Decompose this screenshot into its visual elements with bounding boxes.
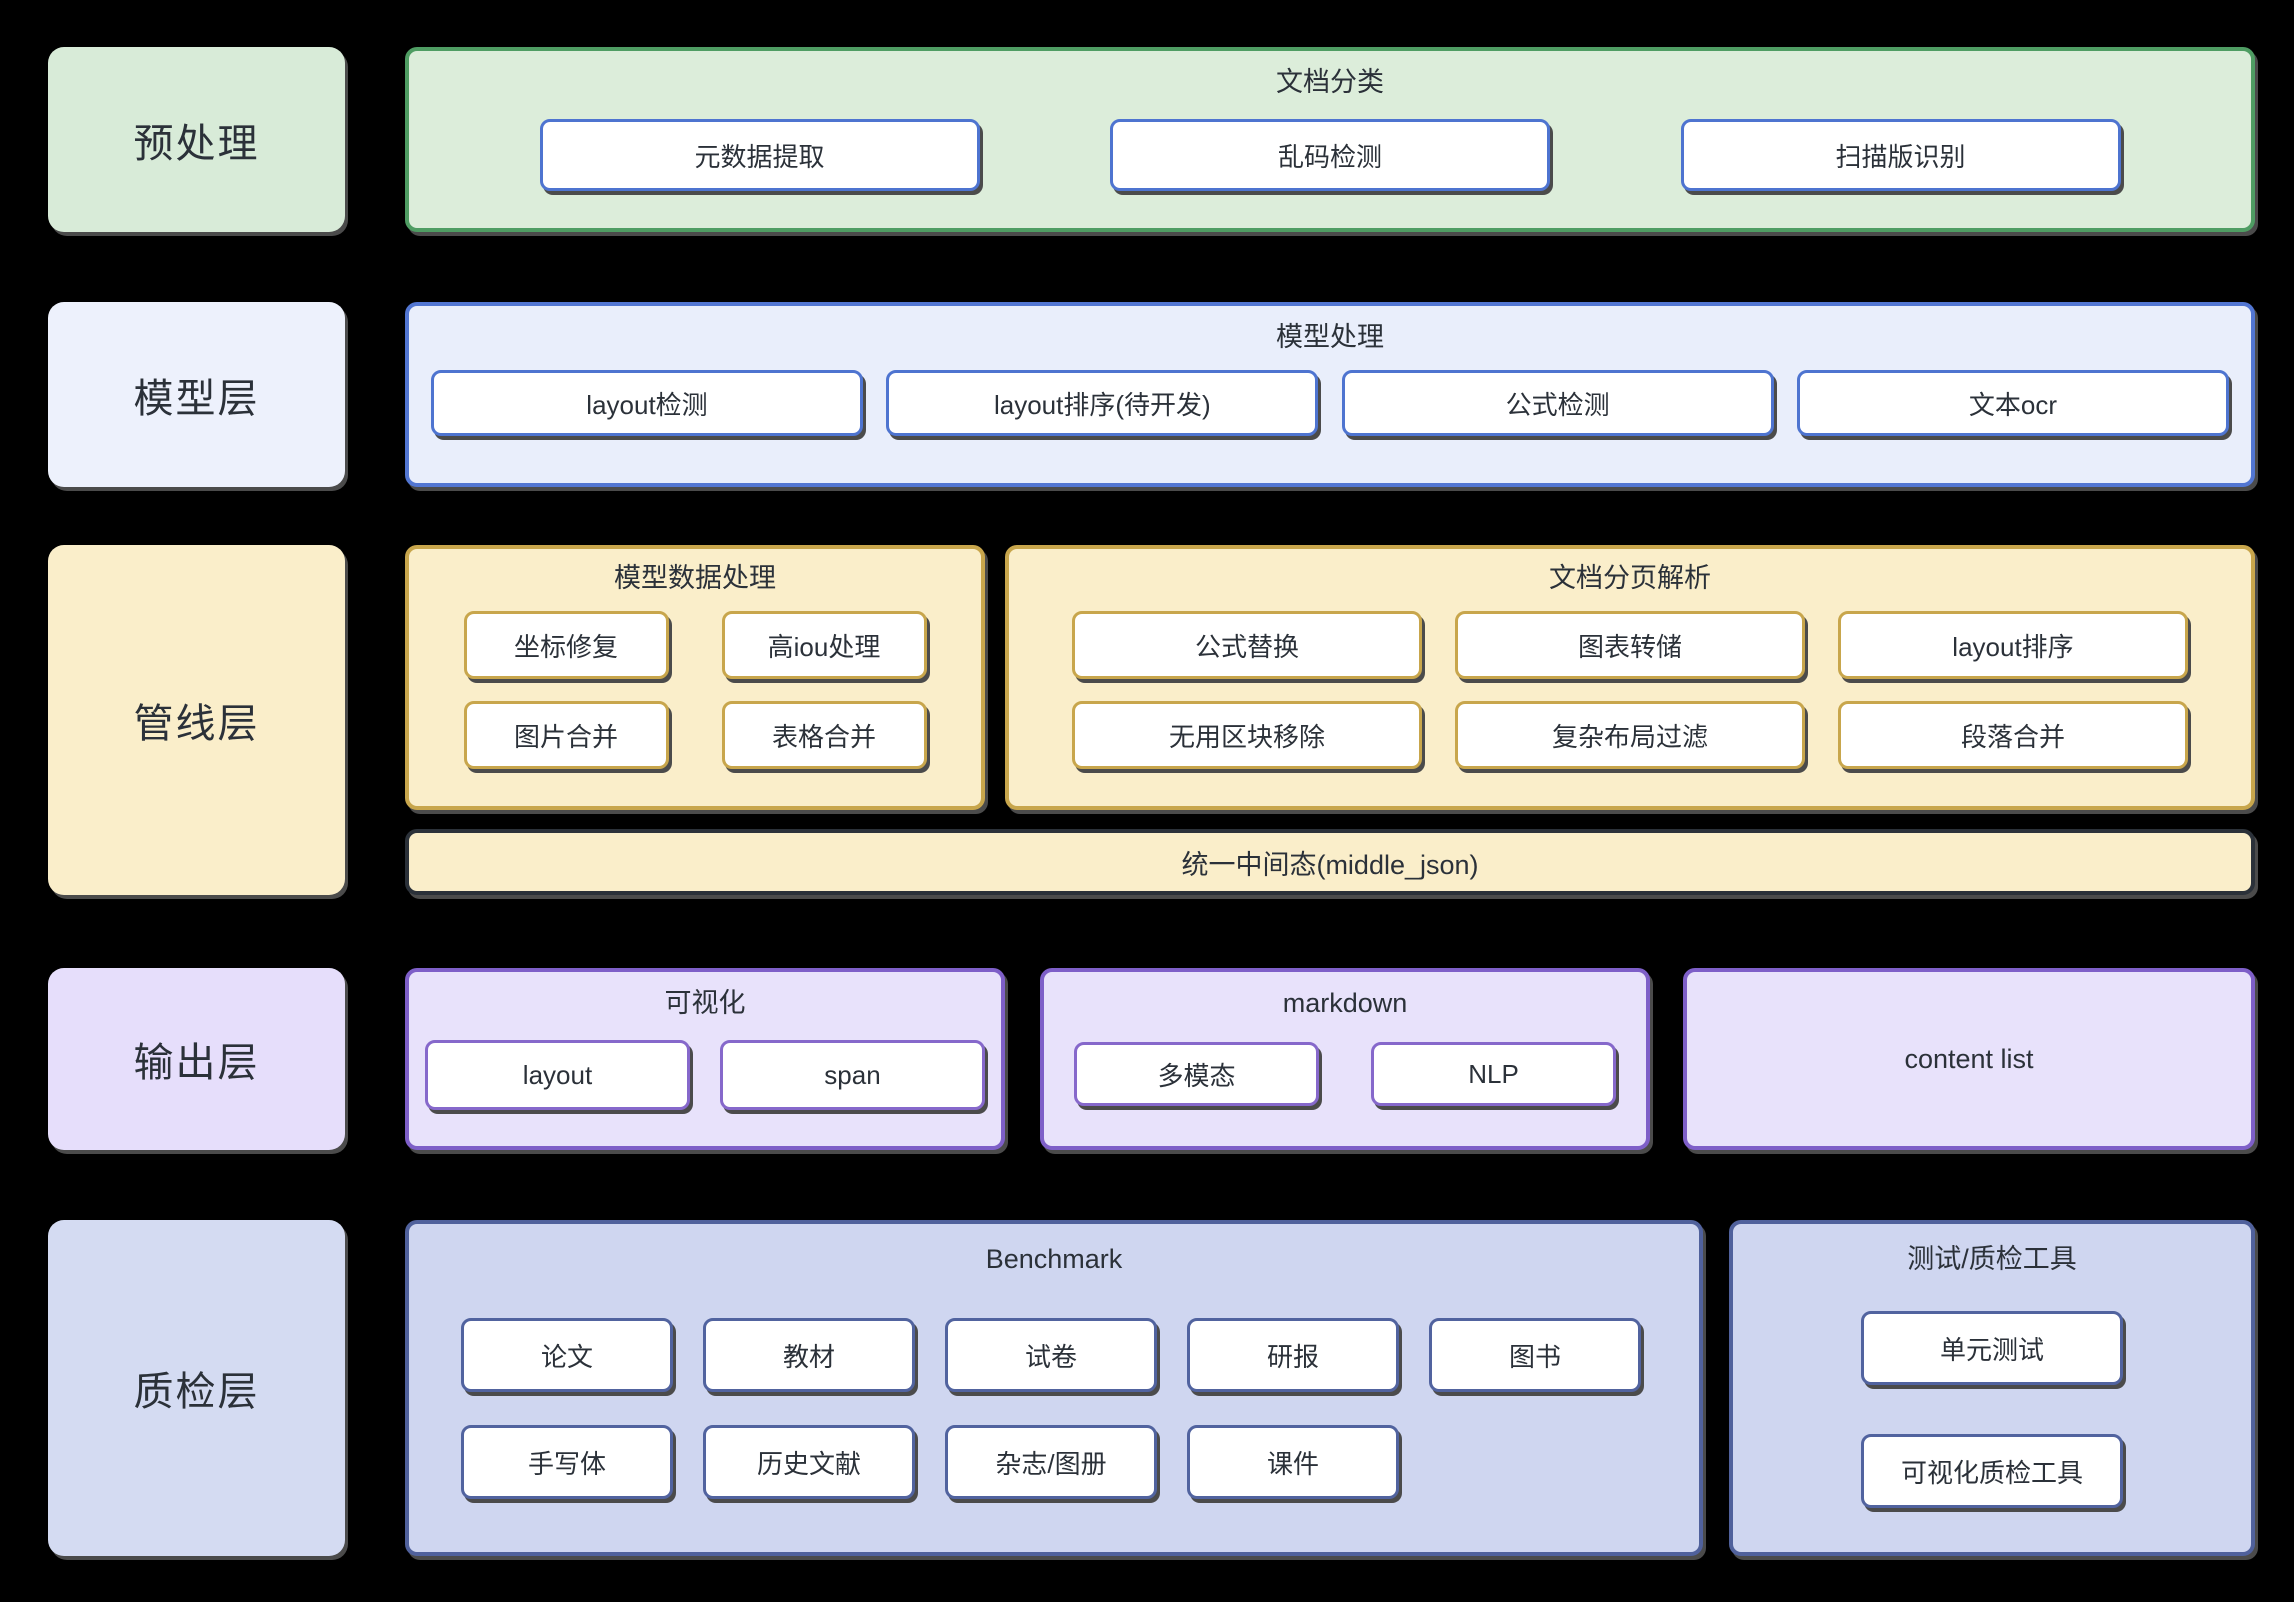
node-image-merge: 图片合并 (463, 701, 669, 769)
node-layout: layout (425, 1040, 690, 1110)
layer-label-qc: 质检层 (48, 1220, 345, 1556)
group-benchmark: Benchmark 论文 教材 试卷 研报 图书 手写体 历史文献 杂志/图册 … (405, 1220, 1703, 1556)
node-layout-sort-todo: layout排序(待开发) (886, 370, 1319, 436)
node-magazine-album: 杂志/图册 (945, 1425, 1157, 1499)
group-title: markdown (1282, 988, 1408, 1018)
node-unit-test: 单元测试 (1861, 1311, 2123, 1385)
layer-label-text: 模型层 (133, 376, 260, 421)
layer-content-pipeline: 模型数据处理 坐标修复 高iou处理 图片合并 表格合并 文档分页解析 公式替换… (405, 545, 2255, 895)
node-exam-paper: 试卷 (945, 1318, 1157, 1392)
group-visualization: 可视化 layout span (405, 968, 1005, 1150)
node-complex-layout-filter: 复杂布局过滤 (1455, 701, 1805, 769)
layer-row-output: 输出层 可视化 layout span markdown 多模态 NLP con… (48, 968, 2255, 1150)
group-markdown: markdown 多模态 NLP (1040, 968, 1650, 1150)
pipeline-subgroups: 模型数据处理 坐标修复 高iou处理 图片合并 表格合并 文档分页解析 公式替换… (405, 545, 2255, 810)
group-items: 论文 教材 试卷 研报 图书 手写体 历史文献 杂志/图册 课件 (461, 1318, 1641, 1499)
node-visual-qc-tool: 可视化质检工具 (1861, 1434, 2123, 1508)
node-formula-detect: 公式检测 (1341, 370, 1774, 436)
group-title: 文档分类 (1276, 67, 1384, 97)
group-items: 公式替换 图表转储 layout排序 无用区块移除 复杂布局过滤 段落合并 (1072, 611, 2188, 769)
node-layout-detect: layout检测 (431, 370, 863, 436)
bar-middle-json-text: 统一中间态(middle_json) (1181, 849, 1479, 880)
layer-label-pipeline: 管线层 (48, 545, 345, 895)
node-formula-replace: 公式替换 (1072, 611, 1422, 679)
group-items: layout span (425, 1040, 985, 1110)
group-items: layout检测 layout排序(待开发) 公式检测 文本ocr (409, 370, 2251, 436)
group-content-list: content list (1683, 968, 2255, 1150)
layer-content-qc: Benchmark 论文 教材 试卷 研报 图书 手写体 历史文献 杂志/图册 … (405, 1220, 2255, 1556)
node-useless-block-remove: 无用区块移除 (1072, 701, 1422, 769)
layer-row-model: 模型层 模型处理 layout检测 layout排序(待开发) 公式检测 文本o… (48, 302, 2255, 487)
layer-row-qc: 质检层 Benchmark 论文 教材 试卷 研报 图书 手写体 历史文献 杂志… (48, 1220, 2255, 1556)
layer-label-output: 输出层 (48, 968, 345, 1150)
node-multimodal: 多模态 (1074, 1042, 1319, 1106)
layer-content-preprocess: 文档分类 元数据提取 乱码检测 扫描版识别 (405, 47, 2255, 232)
layer-label-model: 模型层 (48, 302, 345, 487)
group-items: 元数据提取 乱码检测 扫描版识别 (409, 119, 2251, 191)
layer-row-preprocess: 预处理 文档分类 元数据提取 乱码检测 扫描版识别 (48, 47, 2255, 232)
node-paragraph-merge: 段落合并 (1838, 701, 2188, 769)
node-nlp: NLP (1371, 1042, 1616, 1106)
layer-content-model: 模型处理 layout检测 layout排序(待开发) 公式检测 文本ocr (405, 302, 2255, 487)
group-title: 模型数据处理 (614, 563, 776, 593)
layer-label-text: 输出层 (133, 1041, 260, 1085)
node-historical-doc: 历史文献 (703, 1425, 915, 1499)
node-high-iou: 高iou处理 (721, 611, 927, 679)
group-items: 单元测试 可视化质检工具 (1861, 1311, 2123, 1508)
node-textbook: 教材 (703, 1318, 915, 1392)
node-book: 图书 (1429, 1318, 1641, 1392)
node-scan-recognize: 扫描版识别 (1680, 119, 2121, 191)
group-test-qc-tools: 测试/质检工具 单元测试 可视化质检工具 (1729, 1220, 2255, 1556)
group-model-data-processing: 模型数据处理 坐标修复 高iou处理 图片合并 表格合并 (405, 545, 985, 810)
group-title: 测试/质检工具 (1907, 1244, 2077, 1274)
layer-content-output: 可视化 layout span markdown 多模态 NLP content… (405, 968, 2255, 1150)
node-garbled-detect: 乱码检测 (1110, 119, 1550, 191)
group-title: 文档分页解析 (1549, 563, 1711, 593)
group-items: 坐标修复 高iou处理 图片合并 表格合并 (463, 611, 927, 769)
layer-label-text: 质检层 (133, 1370, 260, 1414)
node-text-ocr: 文本ocr (1796, 370, 2229, 436)
node-layout-sort: layout排序 (1838, 611, 2188, 679)
layer-label-text: 预处理 (133, 121, 260, 166)
bar-middle-json: 统一中间态(middle_json) (405, 829, 2255, 895)
layer-row-pipeline: 管线层 模型数据处理 坐标修复 高iou处理 图片合并 表格合并 文档分页解析 … (48, 545, 2255, 895)
node-table-merge: 表格合并 (721, 701, 927, 769)
group-doc-page-parse: 文档分页解析 公式替换 图表转储 layout排序 无用区块移除 复杂布局过滤 … (1005, 545, 2255, 810)
group-title: Benchmark (985, 1244, 1123, 1274)
node-paper: 论文 (461, 1318, 673, 1392)
node-coord-fix: 坐标修复 (463, 611, 669, 679)
node-handwriting: 手写体 (461, 1425, 673, 1499)
group-title: content list (1904, 1044, 2034, 1074)
node-research-report: 研报 (1187, 1318, 1399, 1392)
node-metadata-extract: 元数据提取 (539, 119, 980, 191)
node-courseware: 课件 (1187, 1425, 1399, 1499)
group-doc-classification: 文档分类 元数据提取 乱码检测 扫描版识别 (405, 47, 2255, 232)
group-title: 模型处理 (1276, 322, 1384, 352)
group-model-processing: 模型处理 layout检测 layout排序(待开发) 公式检测 文本ocr (405, 302, 2255, 487)
node-chart-dump: 图表转储 (1455, 611, 1805, 679)
layer-label-preprocess: 预处理 (48, 47, 345, 232)
group-title: 可视化 (664, 988, 746, 1018)
group-items: 多模态 NLP (1074, 1042, 1616, 1106)
layer-label-text: 管线层 (133, 702, 260, 746)
node-span: span (720, 1040, 985, 1110)
